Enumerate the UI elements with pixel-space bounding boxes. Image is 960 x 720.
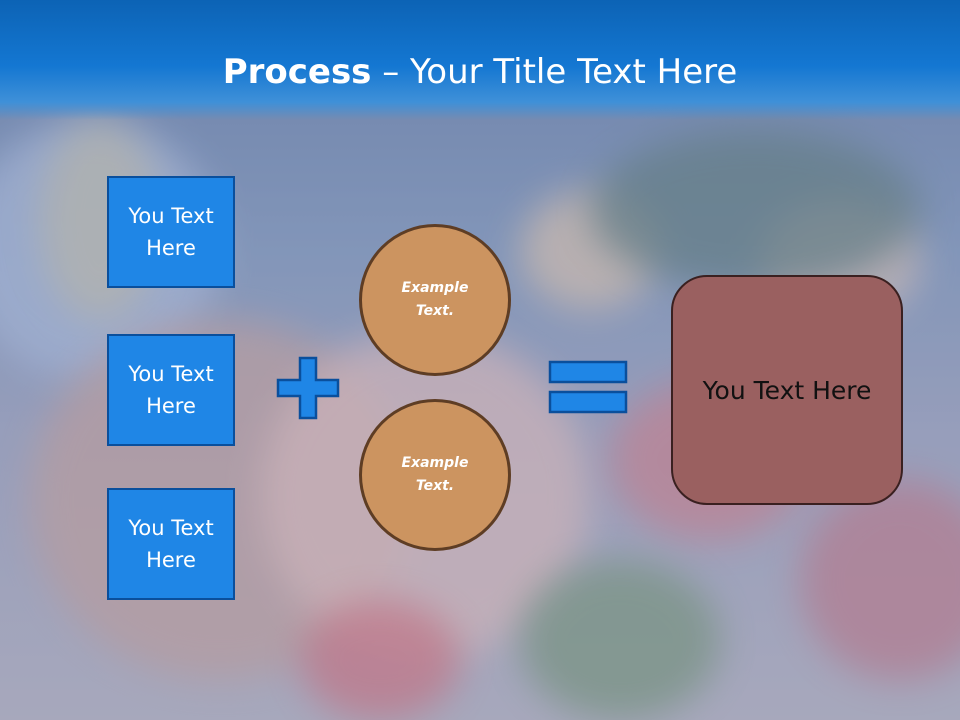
- plus-icon: [276, 356, 340, 420]
- result-box[interactable]: You Text Here: [671, 275, 903, 505]
- example-circle-1[interactable]: Example Text.: [359, 224, 511, 376]
- example-circle-2[interactable]: Example Text.: [359, 399, 511, 551]
- equals-icon: [548, 360, 628, 414]
- title-rest: – Your Title Text Here: [371, 52, 738, 92]
- title-bold: Process: [222, 52, 372, 92]
- slide-title: Process – Your Title Text Here: [0, 52, 960, 92]
- input-box-1[interactable]: You Text Here: [107, 176, 235, 288]
- title-bar: [0, 0, 960, 120]
- input-box-2[interactable]: You Text Here: [107, 334, 235, 446]
- input-box-3[interactable]: You Text Here: [107, 488, 235, 600]
